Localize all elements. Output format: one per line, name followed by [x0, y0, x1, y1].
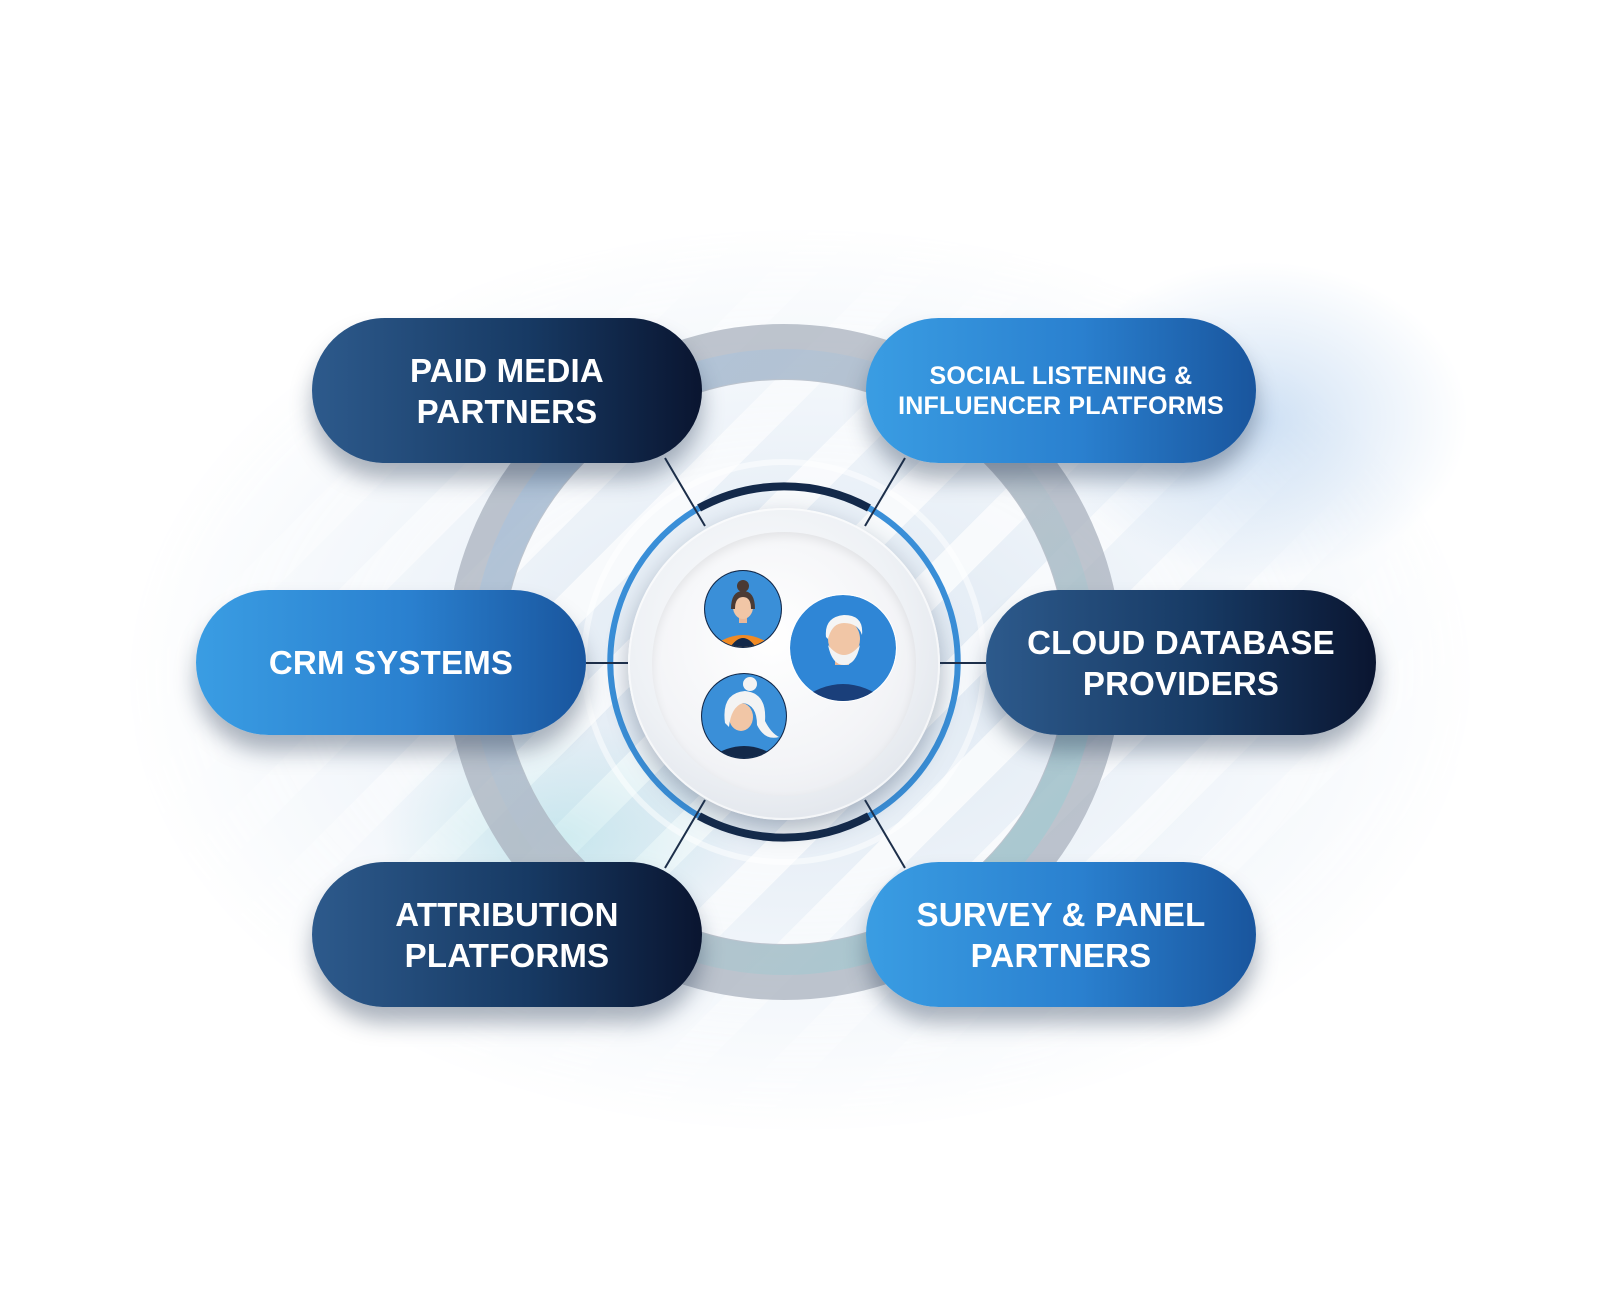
connector-top-right — [864, 457, 906, 527]
older-woman-avatar-icon — [701, 673, 787, 759]
pill-survey-panel-partners: SURVEY & PANEL PARTNERS — [866, 862, 1256, 1007]
pill-crm-systems: CRM SYSTEMS — [196, 590, 586, 735]
older-man-avatar-icon — [789, 594, 897, 702]
pill-label-line: PROVIDERS — [1082, 664, 1280, 702]
pill-label-line: CRM SYSTEMS — [268, 644, 514, 681]
pill-cloud-database-providers: CLOUD DATABASE PROVIDERS — [986, 590, 1376, 735]
connector-top-left — [664, 457, 706, 527]
pill-label-line: PLATFORMS — [404, 936, 610, 974]
inner-ring-navy-top — [697, 482, 871, 512]
pill-label-line: ATTRIBUTION — [395, 895, 619, 933]
pill-label-line: SURVEY & PANEL — [916, 895, 1206, 933]
woman-avatar-icon — [704, 570, 782, 648]
pill-label-line: CLOUD DATABASE — [1027, 623, 1335, 661]
connector-bottom-left — [664, 799, 706, 869]
pill-label-line: PAID MEDIA — [410, 351, 604, 389]
pill-label-line: SOCIAL LISTENING & — [929, 361, 1193, 390]
pill-social-listening-influencer-platforms: SOCIAL LISTENING & INFLUENCER PLATFORMS — [866, 318, 1256, 463]
pill-label-line: INFLUENCER PLATFORMS — [898, 391, 1224, 420]
connector-bottom-right — [864, 799, 906, 869]
pill-paid-media-partners: PAID MEDIA PARTNERS — [312, 318, 702, 463]
inner-ring-navy-bottom — [697, 812, 871, 842]
pill-attribution-platforms: ATTRIBUTION PLATFORMS — [312, 862, 702, 1007]
pill-label-line: PARTNERS — [416, 392, 598, 430]
pill-label-line: PARTNERS — [970, 936, 1152, 974]
